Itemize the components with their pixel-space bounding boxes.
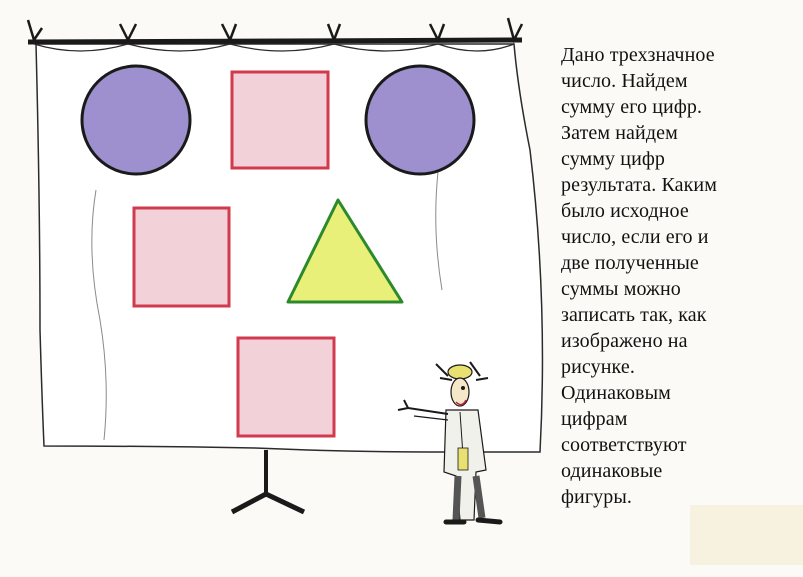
puzzle-text: Дано трехзначное число. Найдем сумму его…	[561, 44, 717, 508]
presenter-figure	[397, 361, 503, 525]
figure-circle-2	[364, 64, 476, 176]
curtain-fold	[435, 171, 443, 291]
stand-base	[230, 491, 306, 515]
curtain-rod	[27, 37, 523, 45]
figure-square-3	[236, 336, 336, 438]
curtain-fold	[91, 189, 107, 441]
curtain-hooks	[26, 17, 524, 44]
figure-square-1	[230, 70, 330, 170]
paper-corner-tint	[690, 505, 803, 565]
figure-triangle	[286, 198, 404, 304]
curtain-scallops	[33, 43, 515, 52]
figure-square-2	[132, 206, 231, 308]
figure-circle-1	[80, 64, 192, 176]
